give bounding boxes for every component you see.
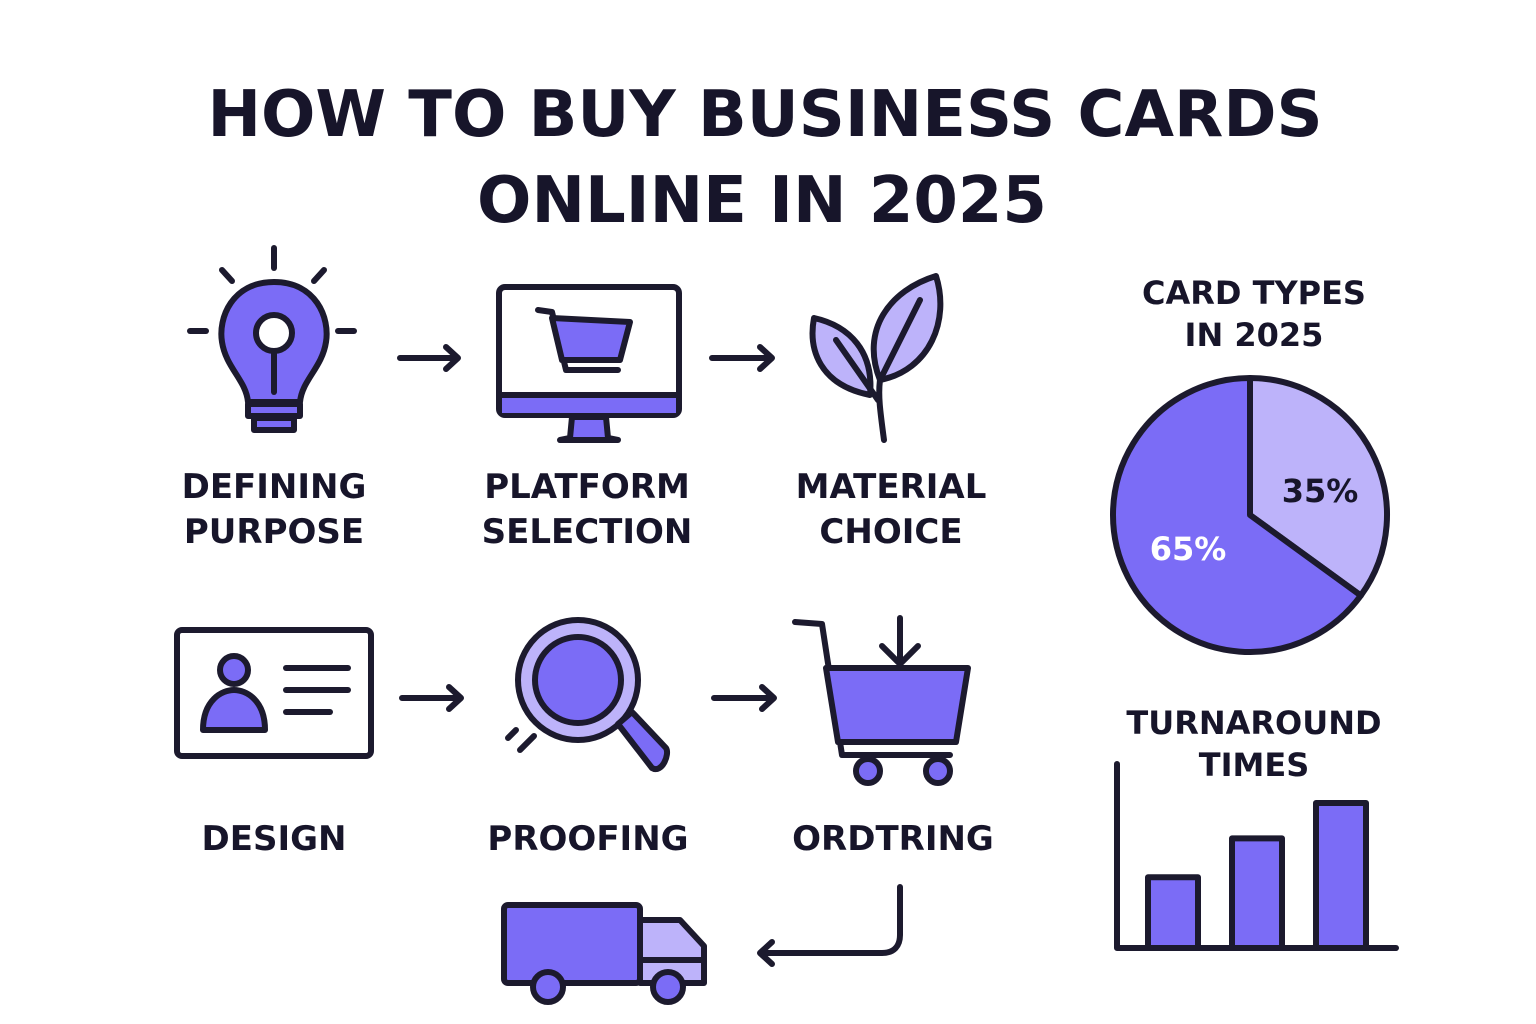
step-5-label: PROOFING xyxy=(487,819,688,859)
arrow-icon xyxy=(397,344,461,372)
title-line-2: ONLINE IN 2025 xyxy=(477,164,1047,238)
delivery-truck-icon xyxy=(501,902,707,1005)
bar-2 xyxy=(1229,835,1285,951)
step-6-label: ORDTRING xyxy=(792,819,994,859)
lightbulb-icon xyxy=(187,245,357,433)
arrow-icon xyxy=(399,684,464,712)
return-arrow-icon xyxy=(757,884,903,967)
pie-slice-35pct xyxy=(1247,375,1390,599)
title-line-1: HOW TO BUY BUSINESS CARDS xyxy=(207,78,1322,152)
bar-chart-axes xyxy=(1114,761,1399,951)
step-2-label-line-1: PLATFORM xyxy=(484,467,690,507)
pie-label-65: 65% xyxy=(1150,530,1227,568)
shopping-cart-icon xyxy=(792,615,971,786)
step-4-label: DESIGN xyxy=(202,819,347,859)
step-1-label-line-1: DEFINING xyxy=(182,467,367,507)
bar-title-line-1: TURNAROUND xyxy=(1126,704,1381,742)
magnifier-icon xyxy=(505,617,670,773)
pie-title-line-2: IN 2025 xyxy=(1185,316,1324,354)
pie-slice-65pct xyxy=(1110,375,1364,655)
bar-chart xyxy=(1145,800,1369,952)
id-card-icon xyxy=(174,627,374,759)
bar-3 xyxy=(1313,800,1369,951)
step-3-label-line-1: MATERIAL xyxy=(796,467,987,507)
pie-chart xyxy=(1110,375,1390,655)
leaf-icon xyxy=(809,273,944,443)
pie-label-35: 35% xyxy=(1282,472,1359,510)
bar-title-line-2: TIMES xyxy=(1199,746,1309,784)
step-3-label-line-2: CHOICE xyxy=(819,512,962,552)
step-1-label-line-2: PURPOSE xyxy=(184,512,364,552)
step-2-label-line-2: SELECTION xyxy=(482,512,693,552)
arrow-icon xyxy=(709,344,775,372)
monitor-cart-icon xyxy=(496,284,682,443)
pie-title-line-1: CARD TYPES xyxy=(1142,274,1366,312)
bar-1 xyxy=(1145,874,1201,952)
arrow-icon xyxy=(711,684,777,712)
